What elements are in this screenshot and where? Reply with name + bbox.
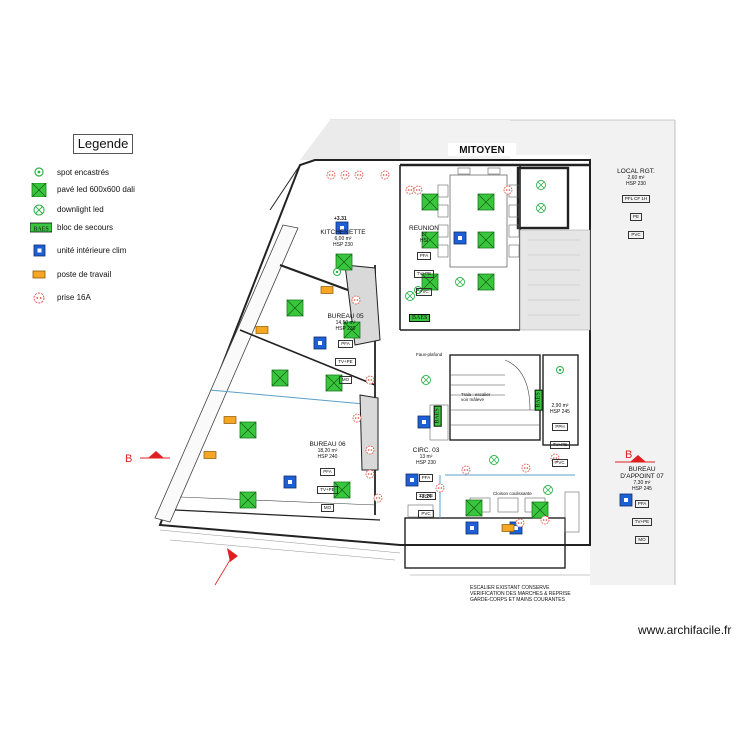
workstation-icon bbox=[501, 524, 515, 532]
faux-plafond-label: Faux-plafond bbox=[416, 352, 443, 357]
section-b-left: B bbox=[125, 453, 132, 465]
workstation-icon bbox=[320, 286, 334, 294]
led-panel-icon bbox=[477, 193, 495, 211]
led-panel-icon bbox=[421, 193, 439, 211]
downlight-icon bbox=[543, 485, 553, 495]
baes-stair: BAES bbox=[534, 389, 543, 411]
downlight-icon bbox=[536, 203, 546, 213]
led-panel-icon bbox=[239, 421, 257, 439]
room-circ: CIRC. 03 13 m² HSP 230 PFA TV+PE PVC bbox=[412, 447, 440, 518]
socket-icon bbox=[515, 518, 525, 528]
ac-unit-icon bbox=[453, 231, 467, 245]
workstation-icon bbox=[255, 326, 269, 334]
spot-icon bbox=[333, 268, 341, 276]
socket-icon bbox=[326, 170, 336, 180]
baes-reunion: BAES bbox=[409, 314, 431, 322]
downlight-icon bbox=[455, 277, 465, 287]
downlight-icon bbox=[489, 455, 499, 465]
downlight-icon bbox=[536, 180, 546, 190]
led-panel-icon bbox=[30, 183, 48, 197]
legend-title: Legende bbox=[73, 134, 133, 154]
escalier-note: ESCALIER EXISTANT CONSERVE VERIFICATION … bbox=[470, 585, 571, 603]
ac-unit-icon bbox=[283, 475, 297, 489]
legend-label: poste de travail bbox=[57, 270, 112, 279]
legend-label: prise 16A bbox=[57, 293, 91, 302]
downlight-icon bbox=[30, 203, 48, 217]
socket-icon bbox=[30, 291, 48, 305]
socket-icon bbox=[405, 185, 415, 195]
workstation-icon bbox=[30, 268, 48, 282]
legend-label: bloc de secours bbox=[57, 223, 114, 232]
ac-unit-icon bbox=[465, 521, 479, 535]
room-kitchenette: KITCHENETTE 6,00 m² HSP 230 bbox=[320, 229, 366, 248]
room-wc: 2,90 m² HSP 245 PPH TV+PE PVC bbox=[549, 403, 571, 467]
room-reunion: REUNION 17 HSI PFA TV+PE PVC bbox=[409, 225, 439, 296]
socket-icon bbox=[351, 295, 361, 305]
watermark: www.archifacile.fr bbox=[638, 623, 732, 637]
socket-icon bbox=[365, 469, 375, 479]
socket-icon bbox=[503, 185, 513, 195]
socket-icon bbox=[461, 465, 471, 475]
led-panel-icon bbox=[465, 499, 483, 517]
legend-label: spot encastrés bbox=[57, 168, 110, 177]
room-bureau06: BUREAU 06 18,20 m² HSP 240 PFA TV+PE MO bbox=[309, 441, 346, 512]
room-local-rgt: LOCAL RGT. 2,60 m² HSP 230 PFL CF 1H PE … bbox=[617, 168, 655, 239]
workstation-icon bbox=[203, 451, 217, 459]
cloison-label: Cloison coulissante bbox=[493, 491, 532, 496]
spot-icon bbox=[556, 366, 564, 374]
room-bureau05: BUREAU 05 14,50 m² HSP 230 PFA TV+PE MO bbox=[327, 313, 364, 384]
led-panel-icon bbox=[239, 491, 257, 509]
baes-circ: BAES bbox=[433, 405, 442, 427]
led-panel-icon bbox=[335, 253, 353, 271]
spot-icon bbox=[30, 166, 48, 180]
socket-icon bbox=[521, 463, 531, 473]
socket-icon bbox=[373, 493, 383, 503]
led-panel-icon bbox=[271, 369, 289, 387]
socket-icon bbox=[413, 185, 423, 195]
led-panel-icon bbox=[477, 231, 495, 249]
socket-icon bbox=[352, 413, 362, 423]
socket-icon bbox=[340, 170, 350, 180]
legend-label: downlight led bbox=[57, 205, 104, 214]
ac-unit-icon bbox=[30, 244, 48, 258]
legend-label: pavé led 600x600 dali bbox=[57, 185, 135, 194]
section-b-right: B bbox=[625, 449, 632, 461]
svg-text:BAES: BAES bbox=[33, 226, 48, 232]
ac-unit-icon bbox=[417, 415, 431, 429]
led-panel-icon bbox=[477, 273, 495, 291]
led-panel-icon bbox=[286, 299, 304, 317]
level-mark-2: +3.24 bbox=[419, 494, 432, 500]
room-bureau07: BUREAU D'APPOINT 07 7,30 m² HSP 245 PFA … bbox=[620, 466, 664, 544]
level-mark-1: +3.31 bbox=[334, 216, 347, 222]
socket-icon bbox=[354, 170, 364, 180]
socket-icon bbox=[540, 515, 550, 525]
legend-label: unité intérieure clim bbox=[57, 246, 127, 255]
downlight-icon bbox=[421, 375, 431, 385]
led-panel-icon bbox=[531, 501, 549, 519]
socket-icon bbox=[365, 445, 375, 455]
stair-note: Trala : escalier voir mâleve bbox=[461, 392, 491, 402]
workstation-icon bbox=[223, 416, 237, 424]
socket-icon bbox=[380, 170, 390, 180]
mitoyen-label: MITOYEN bbox=[459, 145, 504, 156]
emergency-block-icon: BAES bbox=[30, 221, 52, 235]
